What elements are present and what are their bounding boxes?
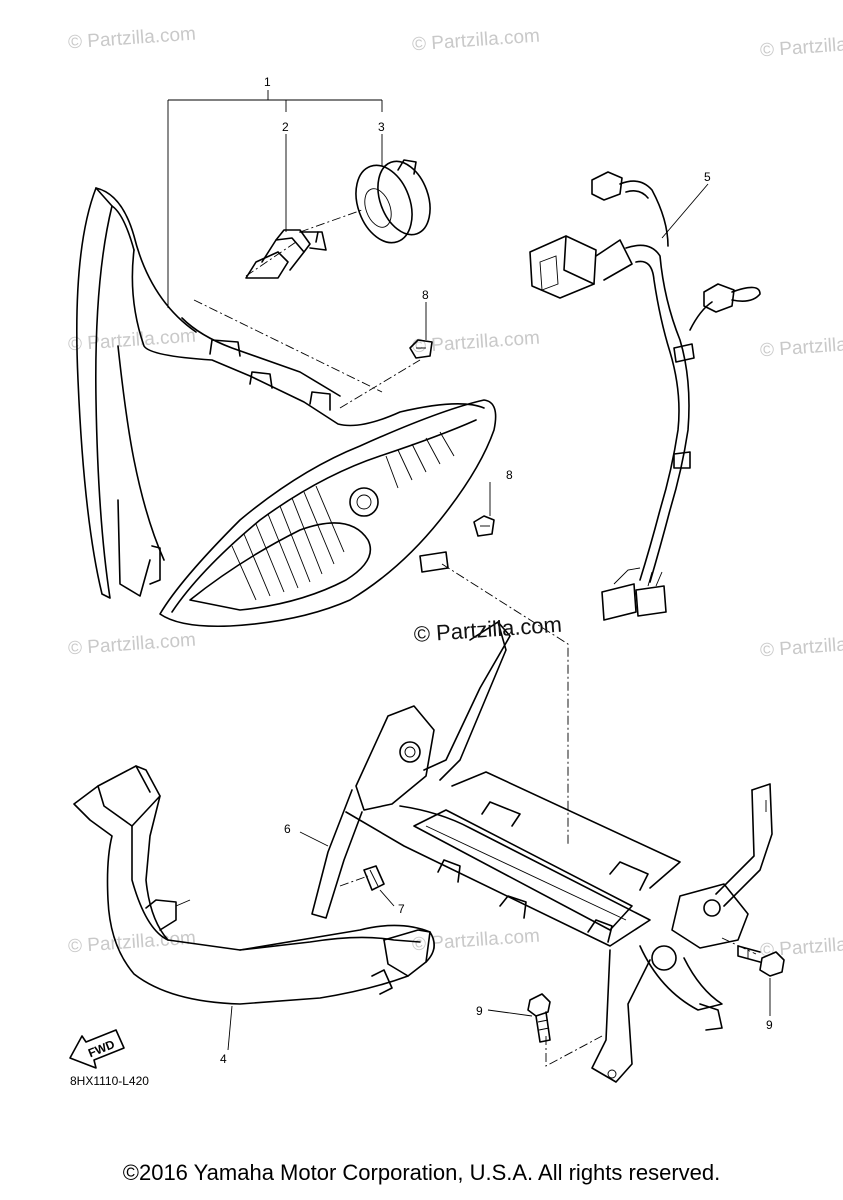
callout-3: 3 [378, 120, 385, 134]
callout-8: 8 [422, 288, 429, 302]
callout-9: 9 [766, 1018, 773, 1032]
fwd-arrow-icon: FWD [69, 1029, 125, 1069]
headlight-stay [311, 621, 773, 1083]
headlight-assembly [76, 187, 497, 628]
callout-9: 9 [476, 1004, 483, 1018]
grommet [473, 515, 495, 537]
callout-2: 2 [282, 120, 289, 134]
lower-bracket [73, 765, 435, 1005]
bolt [737, 945, 785, 977]
wire-harness [529, 171, 761, 621]
bolt [527, 993, 551, 1043]
callout-7: 7 [398, 902, 405, 916]
callout-leaders [167, 90, 771, 1051]
callout-1: 1 [264, 75, 271, 89]
diagram-reference: 8HX1110-L420 [70, 1074, 149, 1088]
bulb-cover [355, 159, 431, 244]
grommet [409, 339, 433, 359]
callout-8: 8 [506, 468, 513, 482]
callout-numbers: 1 2 3 5 8 8 6 7 4 9 9 [220, 75, 773, 1066]
clip [363, 865, 385, 891]
callout-4: 4 [220, 1052, 227, 1066]
headlight-bulb [245, 229, 327, 279]
copyright-notice: ©2016 Yamaha Motor Corporation, U.S.A. A… [122, 1160, 721, 1185]
callout-6: 6 [284, 822, 291, 836]
callout-5: 5 [704, 170, 711, 184]
